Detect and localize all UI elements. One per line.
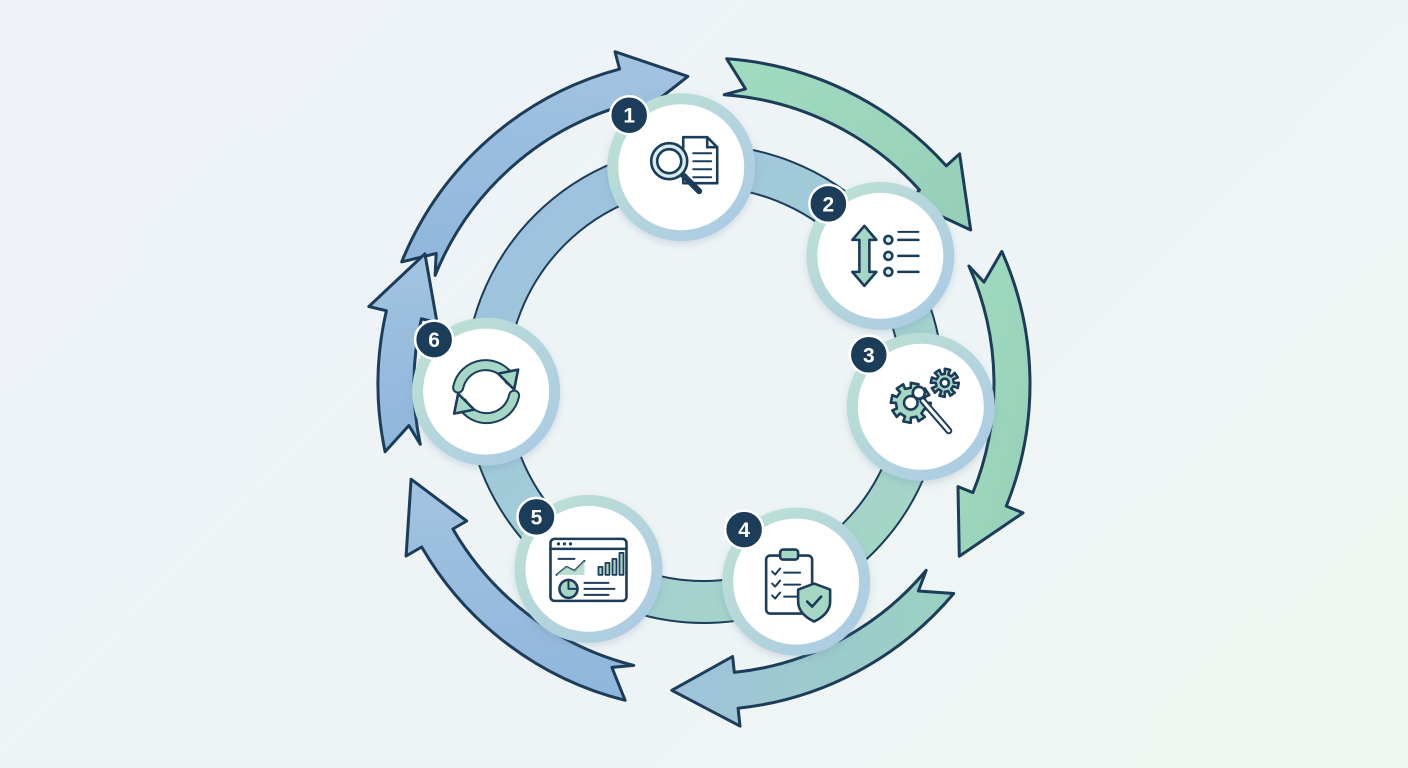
step-number: 6 [428,329,440,352]
step-number-badge [723,509,765,550]
step-node-6: 6 [412,317,561,466]
sort-priority-list-icon [851,224,920,288]
step-number-badge [848,334,890,376]
step-node-5: 5 [514,494,663,643]
step-number: 4 [738,519,750,542]
dashboard-analytics-icon [549,537,628,603]
step-number: 2 [823,193,835,216]
gears-wrench-icon [889,367,961,435]
step-node-face [817,192,944,319]
clipboard-shield-icon [764,548,832,623]
step-nodes: 1 2 3 4 5 6 [412,93,995,656]
cycle-arrow-6 [367,252,439,454]
step-number: 3 [863,344,875,367]
step-node-3: 3 [846,332,995,481]
refresh-cycle-icon [452,359,521,425]
step-node-4: 4 [722,507,871,656]
step-number-badge [413,319,455,360]
step-number-badge [608,94,650,136]
step-node-1: 1 [607,93,756,242]
step-number-badge [516,496,557,538]
magnifier-document-icon [649,135,719,195]
cycle-arrow-4 [670,568,956,728]
step-node-face [423,328,550,455]
step-number-badge [808,183,849,225]
cycle-arrow-5 [404,477,636,702]
cycle-arrow-1 [400,50,690,277]
step-number: 1 [623,105,635,128]
step-number: 5 [531,506,543,529]
step-node-2: 2 [806,181,955,330]
